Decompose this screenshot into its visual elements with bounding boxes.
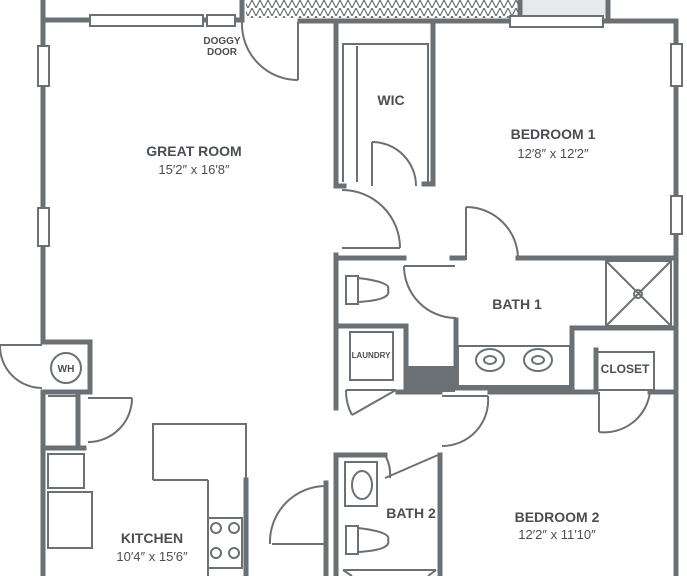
kitchen-door[interactable]: [268, 485, 327, 545]
exterior-walls: [40, 0, 679, 576]
wic-name: WIC: [377, 92, 404, 108]
laundry-door[interactable]: [344, 389, 397, 416]
windows: [37, 14, 683, 247]
doggy-door-label-1: DOGGY: [203, 36, 241, 47]
cabinet: [47, 453, 85, 489]
bath1-vanity: [457, 345, 571, 387]
bedroom2-door[interactable]: [441, 395, 490, 448]
fixtures: [47, 43, 672, 576]
bath2-name: BATH 2: [386, 505, 436, 521]
patio-hatch: [246, 0, 520, 18]
patio-light-area: [522, 0, 610, 16]
window: [89, 14, 204, 27]
laundry-name: LAUNDRY: [352, 351, 391, 360]
bath1-door[interactable]: [465, 206, 519, 260]
bedroom1-dims: 12′8″ x 12′2″: [517, 146, 589, 161]
bath1-inner-door[interactable]: [403, 265, 457, 319]
wic-door[interactable]: [371, 141, 417, 187]
bedroom1-name: BEDROOM 1: [511, 126, 596, 142]
pantry-door[interactable]: [87, 397, 133, 443]
wh-door[interactable]: [0, 344, 43, 389]
shower: [605, 260, 672, 327]
bath2-toilet: [345, 525, 390, 555]
window: [670, 195, 683, 235]
kitchen-counter: [152, 423, 247, 576]
closet-door[interactable]: [598, 391, 651, 434]
interior-walls: [40, 19, 679, 576]
window: [509, 15, 604, 28]
bath1-name: BATH 1: [492, 296, 542, 312]
bedroom1-door[interactable]: [341, 189, 401, 249]
bath2-door[interactable]: [384, 454, 439, 479]
window: [670, 43, 683, 87]
window: [37, 45, 50, 87]
wic-shelf: [342, 43, 429, 182]
closet-name: CLOSET: [601, 362, 650, 376]
door-swings: [0, 141, 651, 545]
bath1-sink-left: [475, 348, 505, 372]
chase-block: [407, 366, 455, 392]
bath1-sink-right: [523, 348, 553, 372]
window: [37, 207, 50, 247]
bedroom2-dims: 12′2″ x 11′10″: [518, 527, 596, 542]
bath2-sink: [344, 461, 378, 507]
cabinet: [47, 491, 93, 549]
kitchen-dims: 10′4″ x 15′6″: [116, 549, 188, 564]
kitchen-name: KITCHEN: [121, 530, 183, 546]
range: [207, 517, 243, 569]
great-room-dims: 15′2″ x 16′8″: [158, 162, 230, 177]
great-room-name: GREAT ROOM: [146, 143, 241, 159]
doggy-door[interactable]: [206, 14, 236, 27]
bedroom2-name: BEDROOM 2: [515, 509, 600, 525]
water-heater: [50, 352, 82, 384]
entry-door[interactable]: [240, 21, 299, 81]
closet-box: [595, 351, 655, 391]
wh-name: WH: [58, 364, 75, 375]
laundry-machine: [349, 331, 394, 381]
bath1-toilet: [345, 275, 390, 305]
doggy-door-label-2: DOOR: [207, 47, 238, 58]
